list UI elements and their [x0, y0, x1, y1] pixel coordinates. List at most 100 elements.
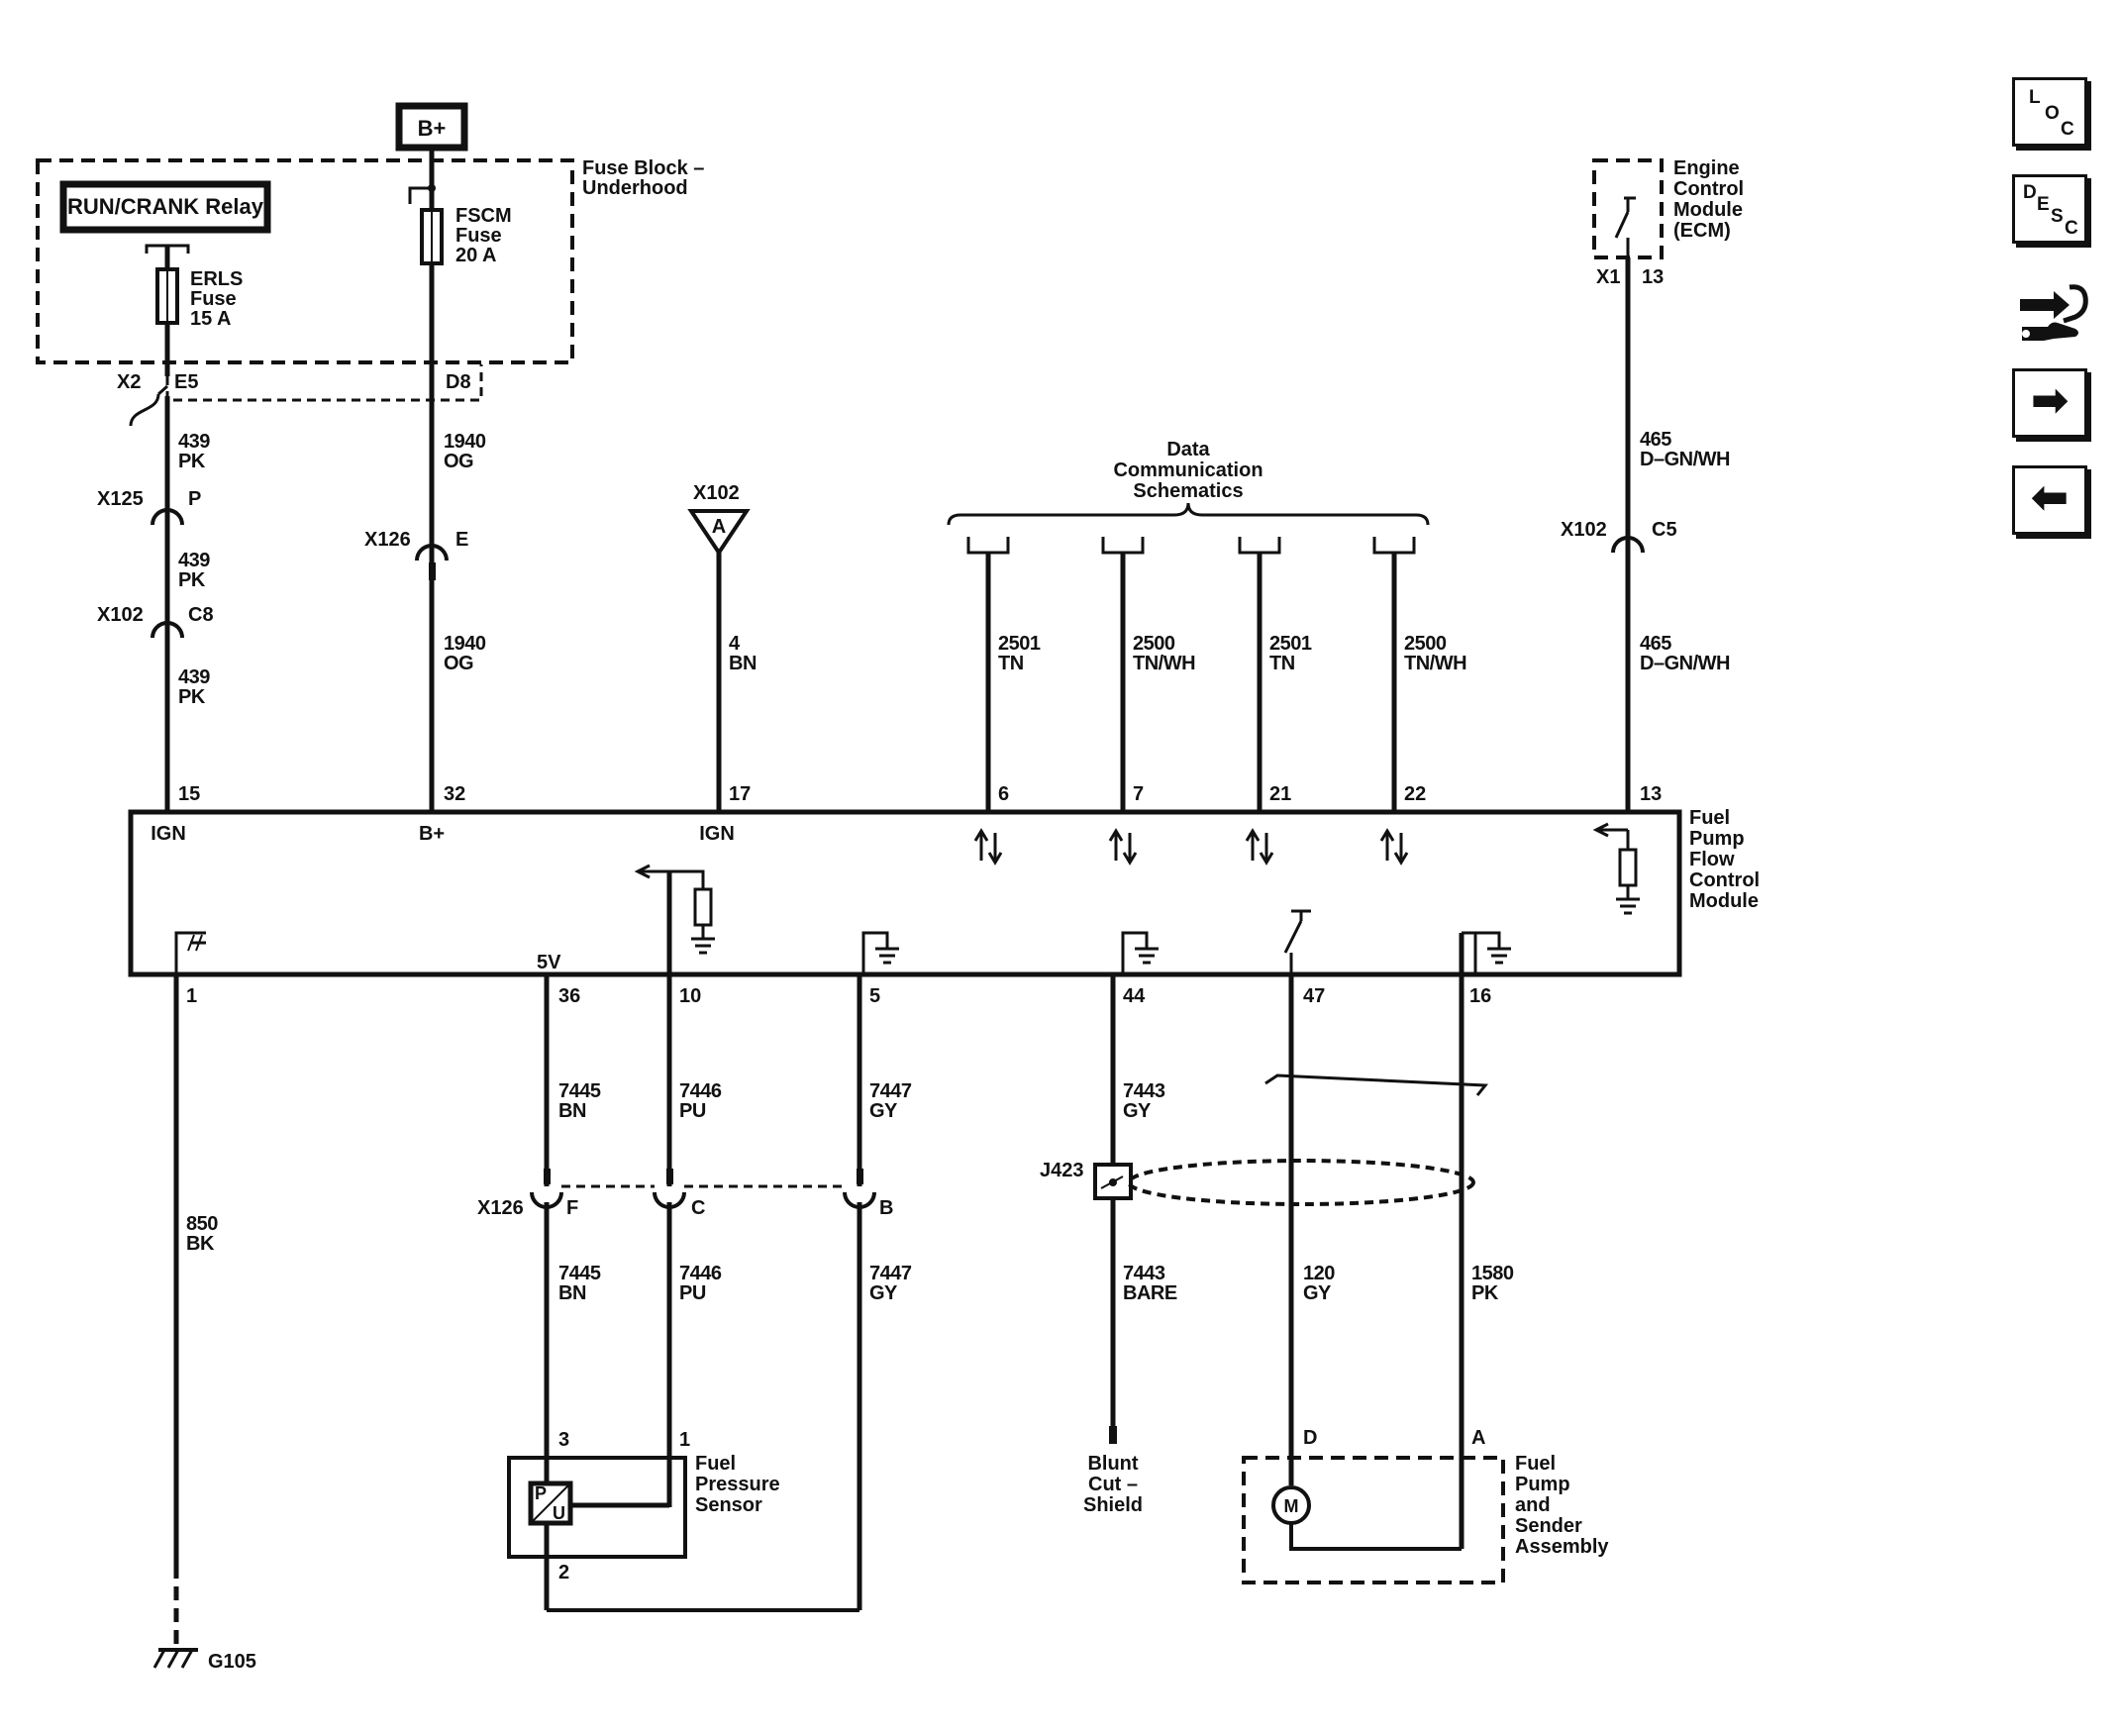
svg-text:Fuse: Fuse [190, 288, 237, 310]
engine-control-module: Engine Control Module (ECM) X1 13 [1592, 157, 1744, 288]
svg-text:47: 47 [1303, 985, 1325, 1007]
svg-text:Underhood: Underhood [582, 177, 688, 199]
wiring-repair-button[interactable] [2014, 277, 2089, 347]
svg-text:Fuse: Fuse [455, 225, 502, 247]
svg-text:465: 465 [1640, 429, 1671, 451]
data-communication-schematics: Data Communication Schematics [947, 439, 1430, 555]
svg-text:3: 3 [558, 1429, 569, 1451]
fuel-pump-sender-assembly: M Fuel Pump and Sender Assembly D A [1242, 1427, 1609, 1584]
connector-x102-left: X102 C8 [97, 604, 214, 639]
location-button[interactable]: L O C [2012, 77, 2087, 147]
svg-text:B+: B+ [418, 116, 447, 141]
next-button[interactable]: ➡ [2012, 368, 2087, 438]
b-plus-source: B+ [395, 102, 468, 152]
svg-text:E: E [455, 529, 468, 551]
svg-text:7447: 7447 [869, 1080, 912, 1102]
svg-text:15 A: 15 A [190, 308, 232, 330]
svg-text:X126: X126 [477, 1197, 524, 1219]
svg-text:439: 439 [178, 550, 210, 571]
svg-text:7445: 7445 [558, 1080, 601, 1102]
svg-text:7445: 7445 [558, 1263, 601, 1284]
svg-text:Module: Module [1673, 199, 1743, 221]
svg-text:X126: X126 [364, 529, 411, 551]
svg-text:TN: TN [998, 653, 1024, 674]
svg-text:A: A [712, 516, 726, 538]
svg-text:M: M [1284, 1496, 1299, 1516]
connector-x2: X2 E5 D8 [117, 364, 483, 427]
svg-text:PU: PU [679, 1282, 706, 1304]
svg-text:X2: X2 [117, 371, 141, 393]
svg-text:Schematics: Schematics [1133, 480, 1243, 502]
svg-text:1580: 1580 [1471, 1263, 1514, 1284]
ground-g105: G105 [152, 1648, 256, 1673]
svg-text:OG: OG [444, 653, 473, 674]
shield-label: Blunt Cut – Shield [1083, 1453, 1143, 1516]
svg-text:E5: E5 [174, 371, 198, 393]
svg-text:1: 1 [679, 1429, 690, 1451]
svg-text:TN: TN [1269, 653, 1295, 674]
fuse-block-underhood: Fuse Block – Underhood [36, 157, 704, 364]
svg-text:6: 6 [998, 783, 1009, 805]
svg-text:BN: BN [558, 1100, 586, 1122]
svg-text:GY: GY [1303, 1282, 1332, 1304]
connector-x125: X125 P [97, 488, 201, 526]
svg-text:GY: GY [1123, 1100, 1152, 1122]
svg-text:44: 44 [1123, 985, 1146, 1007]
svg-text:Data: Data [1166, 439, 1210, 460]
svg-text:2500: 2500 [1404, 633, 1447, 655]
svg-text:BK: BK [186, 1233, 215, 1255]
svg-text:Fuel: Fuel [1689, 807, 1730, 829]
svg-text:1: 1 [186, 985, 197, 1007]
signal-ground-symbol-44 [1121, 931, 1159, 974]
svg-text:7443: 7443 [1123, 1080, 1165, 1102]
description-button[interactable]: D E S C [2012, 174, 2087, 244]
svg-text:D: D [1303, 1427, 1317, 1449]
svg-text:2500: 2500 [1133, 633, 1175, 655]
svg-text:1940: 1940 [444, 633, 486, 655]
svg-text:GY: GY [869, 1282, 898, 1304]
svg-text:TN/WH: TN/WH [1133, 653, 1195, 674]
svg-text:F: F [566, 1197, 578, 1219]
sensor-signal-circuit [634, 864, 715, 955]
pump-driver-switch [1283, 909, 1311, 974]
signal-ground-symbol-5 [861, 931, 899, 974]
svg-text:Pump: Pump [1689, 828, 1745, 850]
svg-text:G105: G105 [208, 1651, 256, 1673]
svg-text:BN: BN [729, 653, 757, 674]
svg-text:C8: C8 [188, 604, 214, 626]
svg-text:PK: PK [178, 686, 206, 708]
svg-text:P: P [188, 488, 201, 510]
svg-text:X1: X1 [1596, 266, 1620, 288]
svg-text:D–GN/WH: D–GN/WH [1640, 653, 1730, 674]
svg-text:Control: Control [1689, 869, 1760, 891]
svg-text:X102: X102 [1561, 519, 1607, 541]
svg-text:439: 439 [178, 431, 210, 453]
svg-text:P: P [535, 1483, 547, 1503]
connector-x102-reference: X102 A [687, 482, 751, 557]
svg-text:13: 13 [1642, 266, 1664, 288]
arrow-right-icon: ➡ [2031, 376, 2069, 426]
svg-text:850: 850 [186, 1213, 218, 1235]
svg-text:J423: J423 [1040, 1160, 1084, 1181]
run-crank-relay: RUN/CRANK Relay [59, 180, 271, 234]
svg-text:OG: OG [444, 451, 473, 472]
connector-x126-bottom: X126 F C B [477, 1169, 893, 1219]
svg-text:17: 17 [729, 783, 751, 805]
svg-text:BARE: BARE [1123, 1282, 1177, 1304]
svg-text:PK: PK [1471, 1282, 1499, 1304]
fuel-pump-flow-control-module: Fuel Pump Flow Control Module [128, 807, 1760, 977]
svg-text:X125: X125 [97, 488, 144, 510]
connector-x126-top: X126 E [364, 529, 468, 562]
wrench-hand-icon [2020, 284, 2088, 341]
previous-button[interactable]: ⬅ [2012, 465, 2087, 535]
svg-text:7447: 7447 [869, 1263, 912, 1284]
svg-text:465: 465 [1640, 633, 1671, 655]
svg-text:Fuel: Fuel [1515, 1453, 1556, 1475]
svg-text:Pressure: Pressure [695, 1474, 780, 1495]
svg-text:20 A: 20 A [455, 245, 497, 266]
erls-fuse: ERLS Fuse 15 A [145, 244, 243, 330]
svg-text:A: A [1471, 1427, 1485, 1449]
svg-text:IGN: IGN [699, 823, 735, 845]
svg-text:Control: Control [1673, 178, 1744, 200]
